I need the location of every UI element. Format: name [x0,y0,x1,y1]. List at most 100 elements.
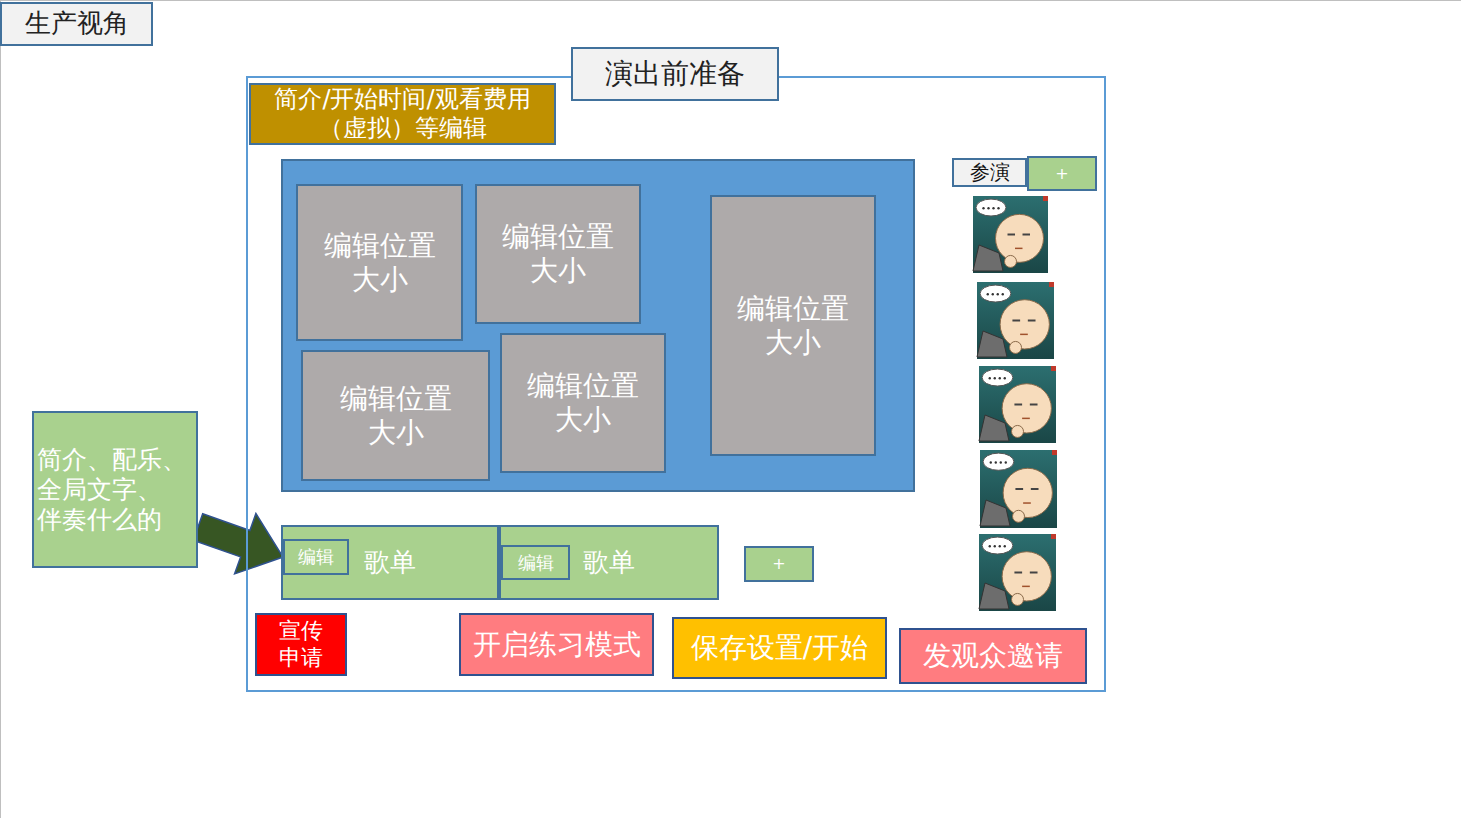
box-text: 编辑位置 大小 [497,220,619,287]
avatar-hand [1010,341,1022,353]
box-text: 编辑位置 大小 [335,382,457,449]
box-text: 保存设置/开始 [691,631,868,665]
main-frame: 演出前准备简介/开始时间/观看费用 （虚拟）等编辑编辑位置 大小编辑位置 大小编… [246,76,1106,692]
position-box: 编辑位置 大小 [296,184,463,341]
cast-label: 参演 [952,158,1027,187]
avatar-icon [979,366,1056,443]
avatar-mouth [1023,502,1031,504]
avatar-bg [973,196,1048,273]
box-text: 宣传 申请 [271,618,331,671]
box-text: 编辑位置 大小 [319,229,441,296]
save-button: 保存设置/开始 [672,617,887,679]
avatar-eye [1031,488,1039,490]
avatar-mark [1049,282,1054,287]
performer-avatars [973,196,1057,611]
invite-button: 发观众邀请 [899,628,1087,684]
avatar-face [1002,552,1051,601]
page-edge [0,0,1,818]
avatar-hand [1005,255,1017,267]
avatar-hand [1012,425,1024,437]
edit-button: 编辑 [283,539,349,575]
promo-button: 宣传 申请 [255,613,347,676]
avatar-hand [1013,510,1025,522]
box-text: 歌单 [583,547,635,578]
box-text: 生产视角 [25,8,129,39]
position-box: 编辑位置 大小 [500,333,666,473]
box-text: 歌单 [364,547,416,578]
avatar-mouth [1020,334,1028,336]
avatar-face [1002,384,1051,433]
box-text: 编辑位置 大小 [732,292,854,359]
add-button: + [1027,156,1097,191]
avatar-eye [1023,234,1031,236]
bubble-dot [987,207,989,209]
box-text: + [1055,164,1068,183]
avatar-bg [979,366,1056,443]
avatar-face [996,214,1044,262]
frame-heading: 演出前准备 [571,47,779,101]
box-text: 参演 [970,161,1010,185]
avatar-icon [980,450,1057,528]
setlist-item: 歌单 编辑 [499,525,719,600]
box-text: 发观众邀请 [923,639,1063,673]
speech-bubble [982,369,1013,386]
avatar-bg [977,282,1054,359]
avatar-hand [1012,593,1024,605]
avatar-eye [1014,572,1022,574]
bubble-dot [1004,377,1006,379]
avatar-mark [1051,534,1056,539]
bubble-dot [994,545,996,547]
avatar-bg [979,534,1056,611]
box-text: 简介/开始时间/观看费用 （虚拟）等编辑 [267,85,539,143]
box-text: 编辑 [298,546,334,568]
bubble-dot [994,377,996,379]
avatar-face [1000,300,1049,349]
avatar-eye [1030,572,1038,574]
avatar-eye [1015,488,1023,490]
avatar-icon [979,534,1056,611]
bubble-dot [989,377,991,379]
edit-button: 编辑 [501,545,570,580]
box-text: 简介、配乐、 全局文字、 伴奏什么的 [37,445,193,535]
setlist-item: 歌单 编辑 [281,525,499,600]
bubble-dot [1005,461,1007,463]
avatar-mark [1052,450,1057,455]
bubble-dot [1000,461,1002,463]
bubble-dot [995,461,997,463]
bubble-dot [997,207,999,209]
bubble-dot [989,545,991,547]
practice-button: 开启练习模式 [459,613,654,676]
avatar-mouth [1022,418,1030,420]
avatar-icon [977,282,1054,359]
view-label: 生产视角 [0,2,153,46]
bubble-dot [987,293,989,295]
box-text: 开启练习模式 [473,628,641,662]
note-box: 简介、配乐、 全局文字、 伴奏什么的 [32,411,198,568]
avatar-eye [1028,320,1036,322]
position-box: 编辑位置 大小 [475,184,641,324]
avatar-mark [1051,366,1056,371]
bubble-dot [999,377,1001,379]
info-edit-bar: 简介/开始时间/观看费用 （虚拟）等编辑 [249,83,556,145]
box-text: 编辑 [518,552,554,574]
speech-bubble [976,199,1006,216]
bubble-dot [997,293,999,295]
avatar-eye [1012,320,1020,322]
speech-bubble [980,285,1011,302]
position-box: 编辑位置 大小 [710,195,876,456]
avatar-mark [1043,196,1048,201]
bubble-dot [1004,545,1006,547]
position-box: 编辑位置 大小 [301,350,490,481]
block-arrow [193,514,283,574]
avatar-eye [1030,404,1038,406]
box-text: + [772,554,785,573]
bubble-dot [999,545,1001,547]
add-button: + [744,546,814,582]
bubble-dot [990,461,992,463]
avatar-face [1003,468,1052,517]
avatar-bg [980,450,1057,528]
page-edge [0,0,1461,1]
bubble-dot [1002,293,1004,295]
speech-bubble [983,453,1014,470]
